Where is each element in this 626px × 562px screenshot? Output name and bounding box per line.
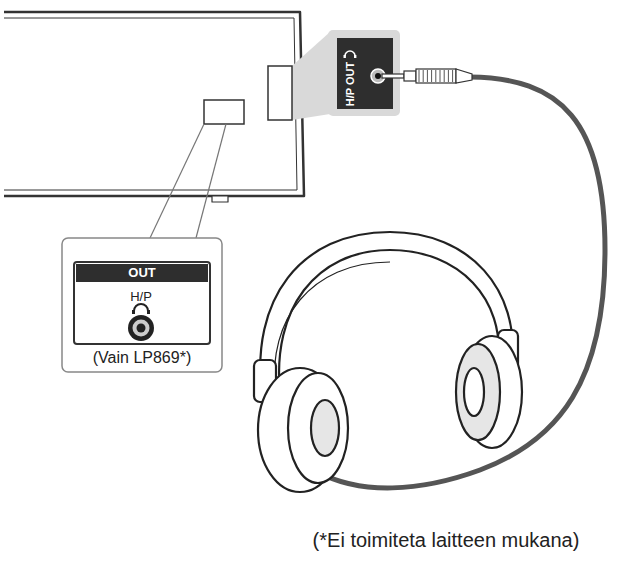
jack-area [268, 66, 292, 120]
port-label: H/P [130, 290, 152, 304]
headphone-symbol [354, 55, 356, 58]
callout-box [62, 238, 222, 372]
panel-header [76, 264, 208, 282]
jack-panel [74, 262, 210, 344]
jack-area [204, 100, 244, 124]
headphone-symbol [132, 310, 135, 314]
jack-socket [137, 324, 146, 333]
jack-socket [128, 315, 154, 341]
headphones [254, 232, 522, 492]
model-note: (Vain LP869*) [93, 349, 191, 367]
headphone-symbol [134, 304, 148, 311]
headphone-symbol [345, 51, 355, 56]
headphone-symbol [147, 310, 150, 314]
tv-back [4, 12, 304, 202]
zoom-box [328, 30, 400, 116]
callout-pointer [150, 124, 226, 238]
jack-plug [382, 69, 472, 83]
caption: (*Ei toimiteta laitteen mukana) [313, 529, 580, 551]
headphone-cable [318, 77, 605, 488]
jack-socket [133, 320, 150, 337]
port-heading: OUT [128, 266, 155, 280]
headphone-symbol [344, 55, 346, 58]
jack-socket [375, 73, 381, 79]
zoom-wedge [292, 32, 330, 120]
port-label: H/P OUT [344, 62, 356, 106]
